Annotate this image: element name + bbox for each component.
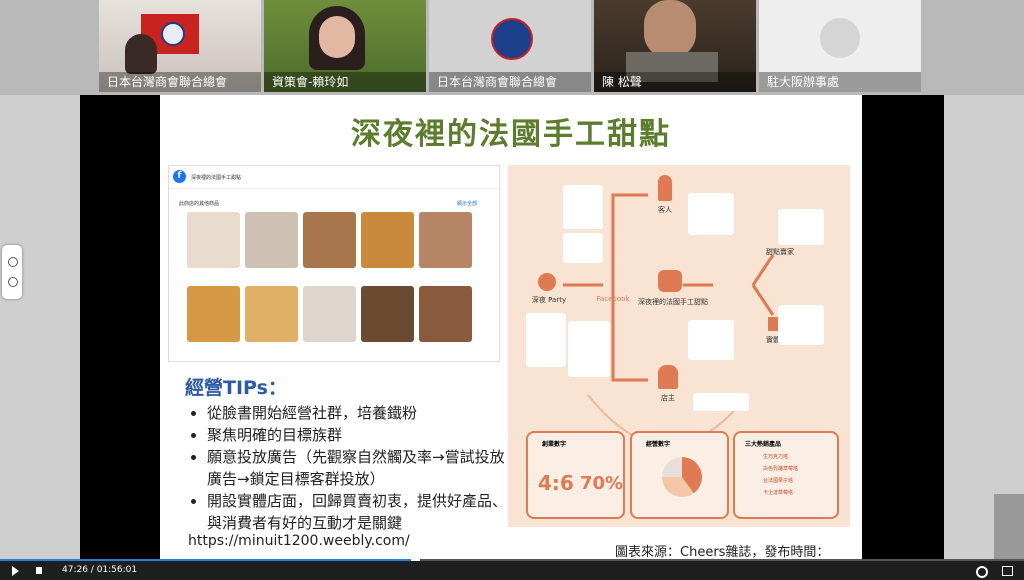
participant-tile-3[interactable]: 日本台灣商會聯合總會 bbox=[429, 0, 591, 92]
chat-icon[interactable] bbox=[8, 277, 18, 287]
facebook-screenshot: f 深夜裡的法國手工甜點 此商店的其他商品 顯示全部 bbox=[168, 165, 500, 362]
center-label: 深夜裡的法國手工甜點 bbox=[638, 298, 708, 306]
person-avatar bbox=[125, 34, 157, 74]
biz-title: 經營數字 bbox=[646, 441, 671, 448]
top3-item: 白色乳酪草莓塔 bbox=[763, 466, 799, 472]
product-thumb bbox=[245, 286, 298, 342]
participant-name: 資策會-賴玲如 bbox=[264, 72, 426, 92]
info-box bbox=[568, 321, 610, 377]
fb-section-title: 此商店的其他商品 bbox=[179, 201, 220, 207]
top3-item: 生巧克力塔 bbox=[763, 454, 789, 460]
tips-section: 經營TIPs： 從臉書開始經營社群，培養鐵粉 聚焦明確的目標族群 願意投放廣告（… bbox=[185, 373, 517, 534]
slide: 深夜裡的法國手工甜點 f 深夜裡的法國手工甜點 此商店的其他商品 顯示全部 經營… bbox=[160, 95, 862, 575]
facebook-label: Facebook bbox=[596, 295, 630, 303]
participant-tile-2[interactable]: 資策會-賴玲如 bbox=[264, 0, 426, 92]
tip-item: 聚焦明確的目標族群 bbox=[207, 424, 517, 446]
participant-tile-1[interactable]: 日本台灣商會聯合總會 bbox=[99, 0, 261, 92]
top3-item: 卡士達草莓塔 bbox=[763, 490, 794, 496]
progress-bar[interactable] bbox=[0, 556, 1024, 565]
customer-icon bbox=[658, 175, 672, 201]
party-label: 深夜 Party bbox=[531, 296, 567, 304]
participant-tile-5[interactable]: 駐大阪辦事處 bbox=[759, 0, 921, 92]
product-thumb bbox=[187, 212, 240, 268]
owner-label: 店主 bbox=[661, 394, 675, 402]
website-url: https://minuit1200.weebly.com/ bbox=[188, 533, 410, 549]
fb-see-all-link: 顯示全部 bbox=[456, 201, 477, 207]
infographic: 客人 深夜 Party Facebook 深夜裡的法國手工甜點 甜點賣家 實體店… bbox=[508, 165, 850, 527]
tip-item: 從臉書開始經營社群，培養鐵粉 bbox=[207, 402, 517, 424]
info-box bbox=[526, 313, 566, 367]
shirt bbox=[626, 52, 718, 82]
participant-name: 陳 松聲 bbox=[594, 72, 756, 92]
product-thumb bbox=[361, 286, 414, 342]
product-thumb bbox=[419, 212, 472, 268]
kpi-pct: 70% bbox=[580, 473, 624, 494]
participant-name: 日本台灣商會聯合總會 bbox=[429, 72, 591, 92]
product-thumb bbox=[303, 286, 356, 342]
product-thumb bbox=[361, 212, 414, 268]
info-box bbox=[563, 233, 603, 263]
pie-chart bbox=[662, 457, 702, 497]
slide-title: 深夜裡的法國手工甜點 bbox=[351, 117, 671, 152]
player-controls: 47:26 / 01:56:01 bbox=[0, 561, 1024, 580]
kpi-ratio: 4:6 bbox=[538, 471, 574, 495]
product-thumb bbox=[303, 212, 356, 268]
dessert-label: 甜點賣家 bbox=[766, 248, 794, 256]
participant-tile-4[interactable]: 陳 松聲 bbox=[594, 0, 756, 92]
side-toolbar[interactable] bbox=[2, 245, 22, 299]
product-thumb bbox=[187, 286, 240, 342]
fullscreen-icon[interactable] bbox=[1002, 566, 1013, 576]
kpi-card: 創業數字 4:6 70% bbox=[526, 431, 625, 519]
right-panel bbox=[994, 494, 1024, 560]
tip-item: 願意投放廣告（先觀察自然觸及率→嘗試投放廣告→鎖定目標客群投放） bbox=[207, 446, 517, 490]
top3-card: 三大熱銷產品 生巧克力塔 白色乳酪草莓塔 台法國栗子塔 卡士達草莓塔 bbox=[733, 431, 839, 519]
progress-fill bbox=[0, 559, 416, 562]
owner-icon bbox=[658, 365, 678, 389]
facebook-logo-icon: f bbox=[173, 170, 186, 183]
top3-title: 三大熱銷產品 bbox=[745, 441, 782, 448]
globe-logo-icon bbox=[491, 18, 533, 60]
progress-thumb[interactable] bbox=[411, 556, 420, 565]
volume-icon[interactable] bbox=[36, 567, 42, 574]
default-avatar-icon bbox=[820, 18, 860, 58]
info-box bbox=[563, 185, 603, 229]
info-box bbox=[778, 305, 824, 345]
fb-topbar: f 深夜裡的法國手工甜點 bbox=[169, 166, 499, 189]
customer-label: 客人 bbox=[658, 206, 672, 214]
info-box bbox=[688, 320, 734, 360]
time-display: 47:26 / 01:56:01 bbox=[62, 565, 138, 575]
info-box bbox=[688, 193, 734, 235]
person-avatar bbox=[644, 0, 696, 58]
product-thumb bbox=[419, 286, 472, 342]
participant-name: 日本台灣商會聯合總會 bbox=[99, 72, 261, 92]
top3-item: 台法國栗子塔 bbox=[763, 478, 794, 484]
participant-name: 駐大阪辦事處 bbox=[759, 72, 921, 92]
settings-icon[interactable] bbox=[976, 566, 988, 578]
tips-list: 從臉書開始經營社群，培養鐵粉 聚焦明確的目標族群 願意投放廣告（先觀察自然觸及率… bbox=[185, 402, 517, 534]
shared-screen: 深夜裡的法國手工甜點 f 深夜裡的法國手工甜點 此商店的其他商品 顯示全部 經營… bbox=[80, 95, 944, 575]
moon-icon bbox=[538, 273, 556, 291]
info-box bbox=[693, 393, 749, 411]
play-icon[interactable] bbox=[12, 566, 19, 576]
kpi-title: 創業數字 bbox=[542, 441, 567, 448]
participant-strip: 日本台灣商會聯合總會 資策會-賴玲如 日本台灣商會聯合總會 陳 松聲 駐大阪辦事… bbox=[0, 0, 1024, 95]
tips-title: 經營TIPs： bbox=[185, 377, 287, 399]
user-icon[interactable] bbox=[8, 257, 18, 267]
info-box bbox=[778, 209, 824, 245]
face bbox=[319, 16, 355, 58]
chef-icon bbox=[658, 270, 682, 292]
product-thumb bbox=[245, 212, 298, 268]
fb-page-name: 深夜裡的法國手工甜點 bbox=[191, 175, 242, 181]
biz-card: 經營數字 bbox=[630, 431, 729, 519]
tip-item: 開設實體店面，回歸買賣初衷，提供好產品、與消費者有好的互動才是關鍵 bbox=[207, 490, 517, 534]
emblem-icon bbox=[161, 22, 185, 46]
